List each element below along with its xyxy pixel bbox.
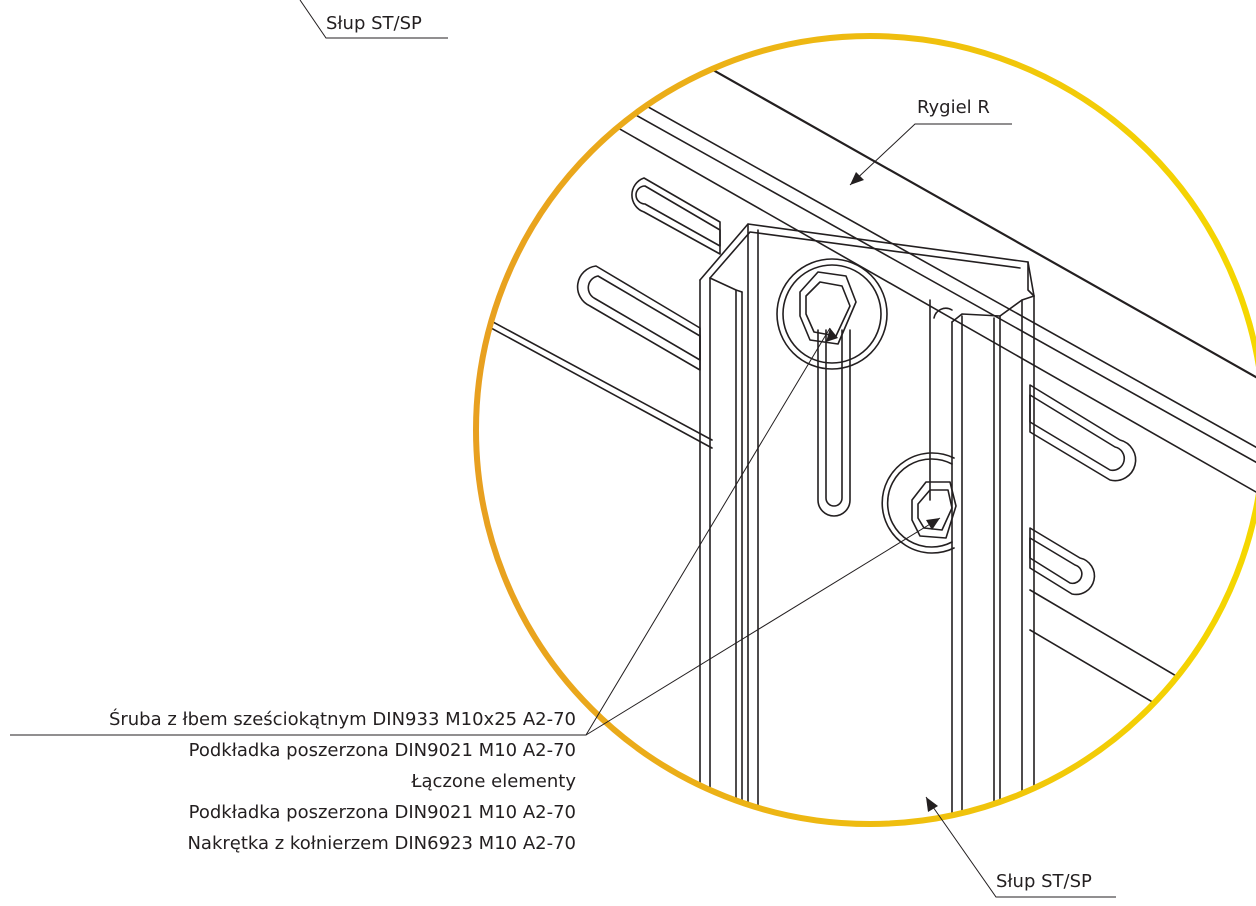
fastener-nut-label: Nakrętka z kołnierzem DIN6923 M10 A2-70 [187,833,576,854]
beam-flange-lines [589,79,1256,501]
beam-top-edge [658,38,1256,387]
bolt-lower [881,452,957,554]
detail-circle [473,33,1256,827]
fastener-washer-label-2: Podkładka poszerzona DIN9021 M10 A2-70 [188,802,576,823]
fastener-bolt-label: Śruba z łbem sześciokątnym DIN933 M10x25… [108,709,576,730]
arrowheads [826,172,940,812]
column-web-slot [817,299,953,517]
leader-lines [10,0,1116,898]
bottom-column-label: Słup ST/SP [996,871,1092,892]
detail-contents [479,38,1256,821]
fastener-washer-label: Podkładka poszerzona DIN9021 M10 A2-70 [188,740,576,761]
column-u-channel [699,223,1035,821]
top-column-label: Słup ST/SP [326,13,422,34]
beam-slot-right [1029,384,1137,596]
beam-label: Rygiel R [917,97,990,118]
fastener-stack-labels: Śruba z łbem sześciokątnym DIN933 M10x25… [109,704,576,859]
beam-slot-middle [576,265,701,371]
beam-lower-lines [479,314,1201,731]
beam-slot-upper [631,177,721,255]
fastener-joined-elements-label: Łączone elementy [411,771,576,792]
bolt-upper [776,258,888,370]
